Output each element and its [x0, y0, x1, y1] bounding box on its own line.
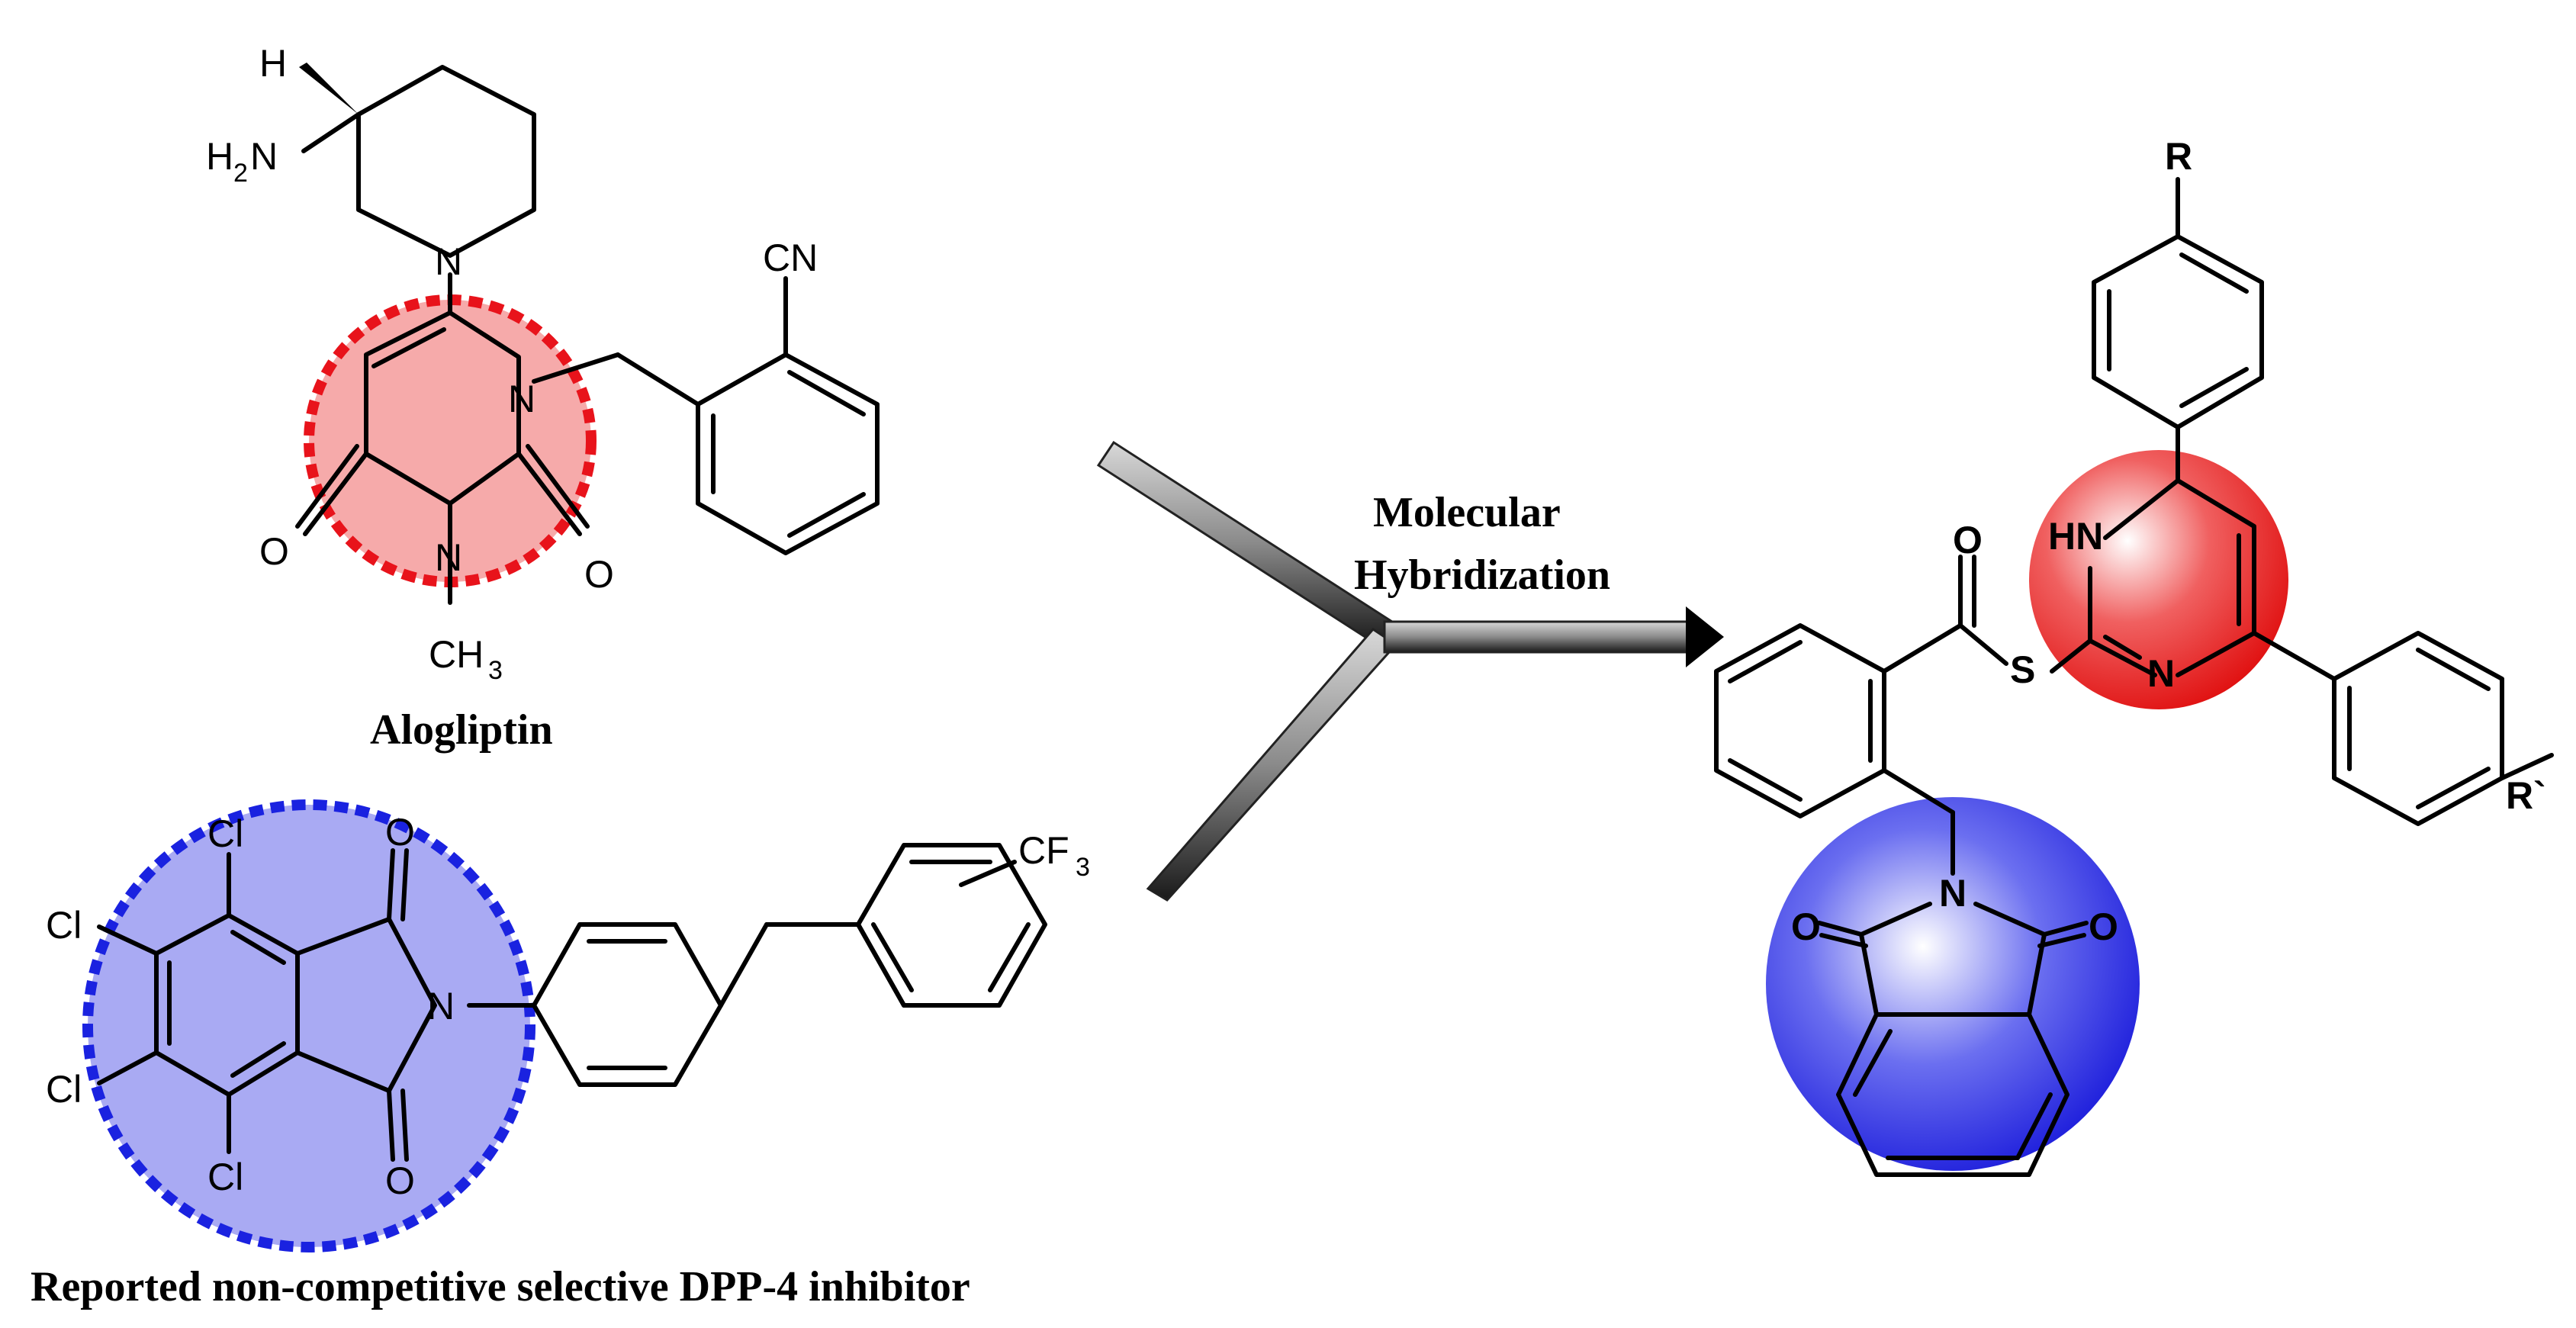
- atom-n-piperidine: N: [435, 240, 462, 283]
- alogliptin-structure: H H 2 N N CN N O O N CH 3 Alogliptin: [206, 42, 880, 754]
- atom-h2n-n: N: [250, 135, 278, 178]
- atom-n-imide: N: [427, 985, 455, 1027]
- atom-h2n-h: H: [206, 135, 233, 178]
- blue-dashed-highlight: [82, 799, 535, 1252]
- atom-o-phthalimide-left: O: [1791, 905, 1821, 948]
- alogliptin-caption: Alogliptin: [370, 706, 553, 754]
- atom-cl-1: Cl: [207, 812, 243, 855]
- atom-s: S: [2010, 648, 2035, 691]
- reported-inhibitor-structure: Cl Cl Cl Cl O O N CF 3 Reported non-comp…: [31, 799, 1090, 1310]
- hybridization-label-line2: Hybridization: [1354, 551, 1610, 599]
- atom-cf3-cf: CF: [1018, 829, 1069, 872]
- atom-n-phthalimide: N: [1939, 872, 1967, 915]
- atom-o-phthalimide-right: O: [2089, 905, 2118, 948]
- atom-o-thioester: O: [1953, 519, 1983, 561]
- atom-o-left: O: [259, 530, 289, 573]
- atom-cl-2: Cl: [46, 904, 82, 947]
- atom-o-right: O: [584, 553, 614, 596]
- atom-r: R: [2165, 135, 2192, 178]
- atom-hn: HN: [2048, 515, 2103, 558]
- atom-cl-4: Cl: [207, 1156, 243, 1198]
- reported-inhibitor-caption: Reported non-competitive selective DPP-4…: [31, 1263, 970, 1310]
- atom-n-pyrimidine: N: [2147, 652, 2175, 695]
- atom-cl-3: Cl: [46, 1068, 82, 1111]
- atom-n3: N: [435, 536, 462, 579]
- atom-o-top: O: [385, 811, 415, 854]
- atom-r-prime: R`: [2506, 774, 2546, 817]
- hybridization-label-line1: Molecular: [1373, 489, 1561, 536]
- blue-sphere-highlight: [1766, 797, 2140, 1171]
- atom-n1: N: [508, 378, 535, 420]
- atom-ch3-c: CH: [429, 633, 484, 676]
- atom-cf3-sub: 3: [1076, 853, 1090, 882]
- atom-h2n-sub: 2: [233, 159, 248, 188]
- atom-ch3-sub: 3: [488, 656, 503, 685]
- atom-o-bottom: O: [385, 1159, 415, 1202]
- atom-h: H: [259, 42, 287, 85]
- hybridization-arrow: [1096, 440, 1724, 902]
- hybrid-structure: R R` HN N S O N O O: [1714, 135, 2554, 1177]
- atom-cn: CN: [763, 236, 818, 279]
